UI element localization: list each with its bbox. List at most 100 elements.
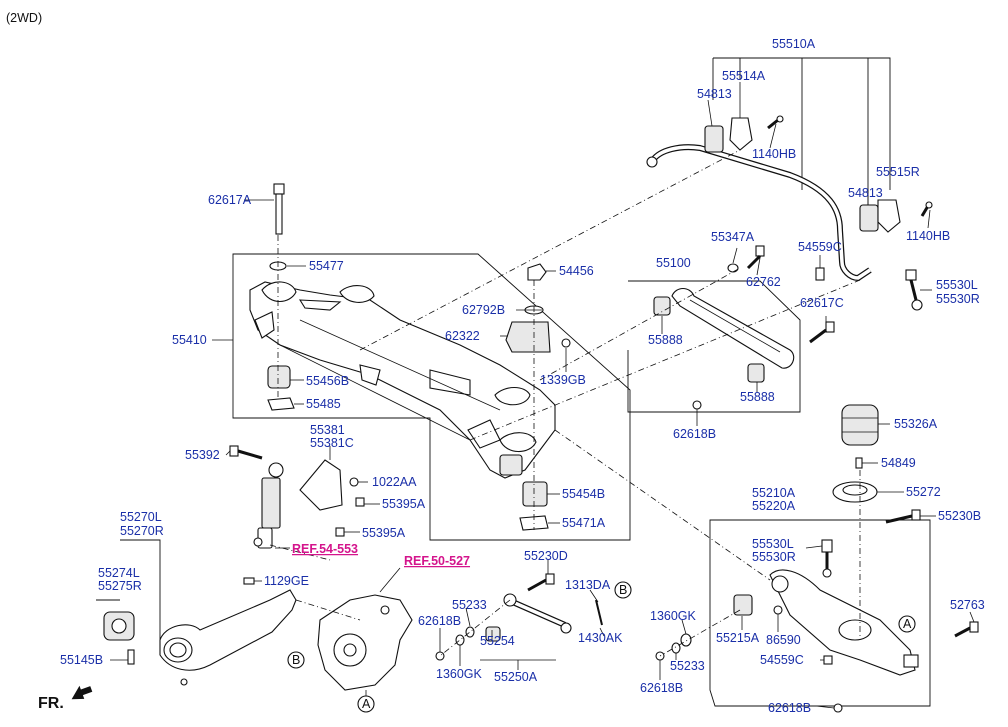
part-label-55275r[interactable]: 55275R	[98, 579, 142, 593]
part-label-62618b-upper[interactable]: 62618B	[673, 427, 716, 441]
part-label-55530r-upper[interactable]: 55530R	[936, 292, 980, 306]
centerline-9	[295, 599, 361, 621]
part-label-55274l[interactable]: 55274L	[98, 566, 140, 580]
washer-55233-left	[465, 626, 475, 638]
washer-1360gk-left	[455, 634, 465, 646]
lower-arm-group-box	[709, 519, 931, 707]
callout-letter-b-1[interactable]: B	[619, 583, 627, 597]
crossmember-group-box	[232, 253, 631, 541]
part-label-55392[interactable]: 55392	[185, 448, 220, 462]
part-label-1129ge[interactable]: 1129GE	[264, 574, 309, 588]
part-label-1430ak[interactable]: 1430AK	[578, 631, 623, 645]
part-label-55395a-upper[interactable]: 55395A	[382, 497, 426, 511]
part-label-55530l-lower[interactable]: 55530L	[752, 537, 794, 551]
stabilizer-bushing-left	[704, 117, 753, 153]
part-label-62617a[interactable]: 62617A	[208, 193, 252, 207]
callout-letter-a-1[interactable]: A	[903, 617, 912, 631]
centerline-3	[359, 149, 741, 351]
part-label-62792b[interactable]: 62792B	[462, 303, 505, 317]
part-label-54456[interactable]: 54456	[559, 264, 594, 278]
part-label-52763[interactable]: 52763	[950, 598, 985, 612]
centerline-5	[469, 279, 861, 441]
part-label-62618b-lower-right[interactable]: 62618B	[640, 681, 683, 695]
part-label-54559c-lower[interactable]: 54559C	[760, 653, 804, 667]
part-label-55530l-upper[interactable]: 55530L	[936, 278, 978, 292]
nut-62618b-bottom	[833, 703, 843, 713]
part-label-55456b[interactable]: 55456B	[306, 374, 349, 388]
part-label-55220a[interactable]: 55220A	[752, 499, 796, 513]
part-label-62762[interactable]: 62762	[746, 275, 781, 289]
part-label-62617c[interactable]: 62617C	[800, 296, 844, 310]
upper-arm-group-box	[627, 280, 801, 413]
part-label-86590[interactable]: 86590	[766, 633, 801, 647]
part-label-55485[interactable]: 55485	[306, 397, 341, 411]
callout-letter-a-2[interactable]: A	[362, 697, 371, 711]
bolt-1129ge	[243, 577, 255, 585]
knuckle	[317, 594, 413, 691]
part-label-55510a[interactable]: 55510A	[772, 37, 816, 51]
link-55530-lower	[821, 539, 833, 578]
part-label-55272[interactable]: 55272	[906, 485, 941, 499]
part-label-54813-right[interactable]: 54813	[848, 186, 883, 200]
callout-letter-b-2[interactable]: B	[292, 653, 300, 667]
part-label-55254[interactable]: 55254	[480, 634, 515, 648]
mount-62322	[505, 321, 551, 353]
part-label-1339gb[interactable]: 1339GB	[540, 373, 586, 387]
part-label-55514a[interactable]: 55514A	[722, 69, 766, 83]
part-label-54813-left[interactable]: 54813	[697, 87, 732, 101]
part-label-1360gk-left[interactable]: 1360GK	[436, 667, 483, 681]
part-label-55100[interactable]: 55100	[656, 256, 691, 270]
bracket-55381	[299, 459, 343, 511]
part-label-62618b-left[interactable]: 62618B	[418, 614, 461, 628]
callout-circle-b-2	[287, 651, 305, 669]
part-label-55250a[interactable]: 55250A	[494, 670, 538, 684]
part-label-55145b[interactable]: 55145B	[60, 653, 103, 667]
stabilizer-bracket-lines	[712, 57, 891, 210]
part-label-55381[interactable]: 55381	[310, 423, 345, 437]
part-label-55215a[interactable]: 55215A	[716, 631, 760, 645]
nut-62618b-left	[435, 651, 445, 661]
centerline-6	[539, 267, 741, 381]
part-label-55347a[interactable]: 55347A	[711, 230, 755, 244]
part-label-1360gk-right[interactable]: 1360GK	[650, 609, 697, 623]
part-label-55477[interactable]: 55477	[309, 259, 344, 273]
bolt-55392	[229, 445, 263, 460]
part-label-55381c[interactable]: 55381C	[310, 436, 354, 450]
part-label-55233-right[interactable]: 55233	[670, 659, 705, 673]
part-label-54559c-upper[interactable]: 54559C	[798, 240, 842, 254]
bolt-62617a	[273, 183, 285, 235]
part-label-54849[interactable]: 54849	[881, 456, 916, 470]
part-label-1140hb-left[interactable]: 1140HB	[752, 147, 796, 161]
part-label-55888-upper[interactable]: 55888	[648, 333, 683, 347]
part-label-55471a[interactable]: 55471A	[562, 516, 606, 530]
part-label-55230d[interactable]: 55230D	[524, 549, 568, 563]
ref-link-54-553[interactable]: REF.54-553	[292, 542, 358, 556]
part-label-1022aa[interactable]: 1022AA	[372, 475, 417, 489]
part-label-55454b[interactable]: 55454B	[562, 487, 605, 501]
part-label-55270r[interactable]: 55270R	[120, 524, 164, 538]
part-label-55888-lower[interactable]: 55888	[740, 390, 775, 404]
part-label-1140hb-right[interactable]: 1140HB	[906, 229, 950, 243]
trailing-arm-55270	[159, 589, 297, 686]
bolt-54849	[855, 457, 863, 469]
part-label-55395a-lower[interactable]: 55395A	[362, 526, 406, 540]
bolt-55395a-upper	[355, 497, 365, 507]
callout-circle-a-1	[898, 615, 916, 633]
part-label-55326a[interactable]: 55326A	[894, 417, 938, 431]
part-label-55233-left[interactable]: 55233	[452, 598, 487, 612]
leader-lines	[110, 82, 975, 709]
part-label-62322[interactable]: 62322	[445, 329, 480, 343]
pin-1430ak	[595, 599, 603, 626]
part-label-55410[interactable]: 55410	[172, 333, 207, 347]
part-label-55515r[interactable]: 55515R	[876, 165, 920, 179]
part-label-55270l[interactable]: 55270L	[120, 510, 162, 524]
rear-crossmember	[249, 281, 556, 479]
part-label-62618b-bottom[interactable]: 62618B	[768, 701, 811, 715]
callout-circle-b-1	[614, 581, 632, 599]
part-label-55210a[interactable]: 55210A	[752, 486, 796, 500]
part-label-55230b[interactable]: 55230B	[938, 509, 981, 523]
part-label-1313da[interactable]: 1313DA	[565, 578, 611, 592]
ref-link-50-527[interactable]: REF.50-527	[404, 554, 470, 568]
part-label-55530r-lower[interactable]: 55530R	[752, 550, 796, 564]
